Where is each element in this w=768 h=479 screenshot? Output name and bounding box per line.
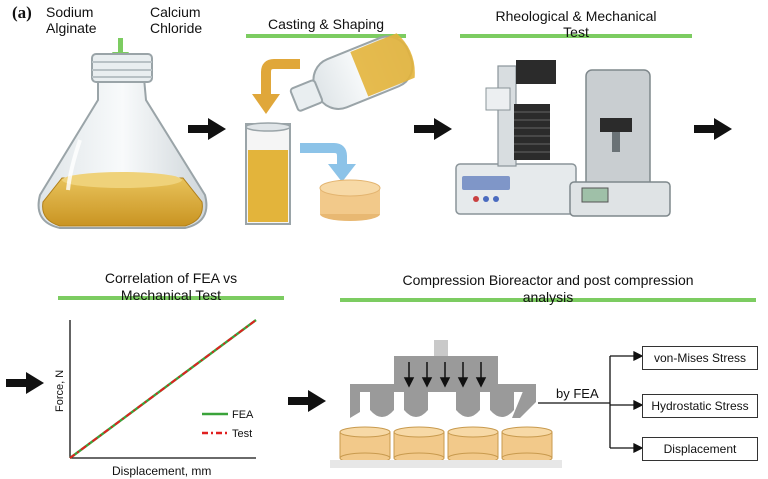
output-label-displacement: Displacement — [663, 442, 737, 456]
bio-title-line2: analysis — [522, 289, 574, 305]
bio-title-bar — [340, 298, 756, 302]
arrow-right-icon — [188, 118, 226, 140]
panel-label: (a) — [12, 3, 32, 22]
output-box-hydrostatic: Hydrostatic Stress — [642, 394, 758, 418]
legend-fea-label: FEA — [232, 409, 254, 421]
arrow-right-icon — [414, 118, 452, 140]
sodium-alginate-label: Sodium Alginate — [46, 4, 97, 36]
rheo-title-line2: Test — [563, 24, 589, 40]
chart-ylabel: Force, N — [54, 369, 66, 412]
arrow-right-icon — [694, 118, 732, 140]
calcium-chloride-label: Calcium Chloride — [150, 4, 203, 36]
corr-title-line2: Mechanical Test — [120, 287, 222, 303]
output-label-von-mises: von-Mises Stress — [653, 351, 747, 365]
corr-title-bar — [58, 296, 284, 300]
casting-title: Casting & Shaping — [268, 16, 384, 32]
bio-title-line1: Compression Bioreactor and post compress… — [402, 272, 694, 288]
rheo-title-line1: Rheological & Mechanical — [495, 8, 657, 24]
output-box-displacement: Displacement — [642, 437, 758, 461]
by-fea-label: by FEA — [556, 386, 599, 401]
series-line-test — [69, 319, 257, 459]
rheo-title-bar — [460, 34, 692, 38]
corr-title-line1: Correlation of FEA vs — [104, 270, 238, 286]
chart-xlabel: Displacement, mm — [112, 464, 212, 478]
output-box-von-mises: von-Mises Stress — [642, 346, 758, 370]
legend-test-label: Test — [232, 428, 253, 440]
arrow-right-icon — [288, 390, 326, 412]
casting-title-bar — [246, 34, 406, 38]
output-label-hydrostatic: Hydrostatic Stress — [651, 399, 749, 413]
arrow-right-icon — [6, 372, 44, 394]
force-displacement-chart — [69, 319, 257, 459]
